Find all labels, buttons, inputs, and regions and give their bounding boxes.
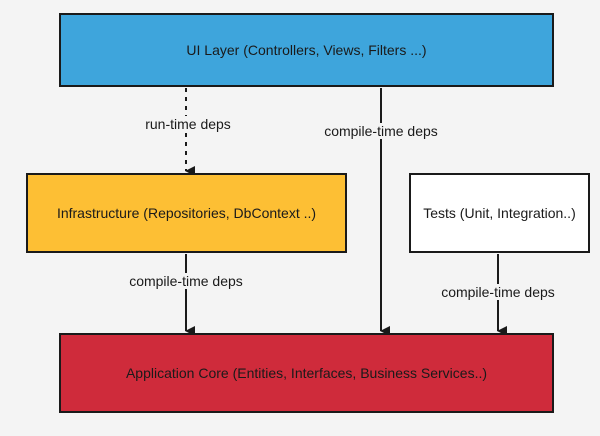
edge-label-ui-compile-deps: compile-time deps [322,123,440,139]
application-core-label: Application Core (Entities, Interfaces, … [125,365,488,381]
ui-layer-node: UI Layer (Controllers, Views, Filters ..… [59,13,554,87]
tests-label: Tests (Unit, Integration..) [423,205,576,221]
infrastructure-node: Infrastructure (Repositories, DbContext … [26,173,347,253]
ui-layer-label: UI Layer (Controllers, Views, Filters ..… [186,42,427,58]
tests-node: Tests (Unit, Integration..) [409,173,590,253]
application-core-node: Application Core (Entities, Interfaces, … [59,333,554,413]
infrastructure-label: Infrastructure (Repositories, DbContext … [56,205,317,221]
edge-label-infrastructure-compile-deps: compile-time deps [127,273,245,289]
edge-label-runtime-deps: run-time deps [143,116,233,132]
edge-label-tests-compile-deps: compile-time deps [439,284,557,300]
